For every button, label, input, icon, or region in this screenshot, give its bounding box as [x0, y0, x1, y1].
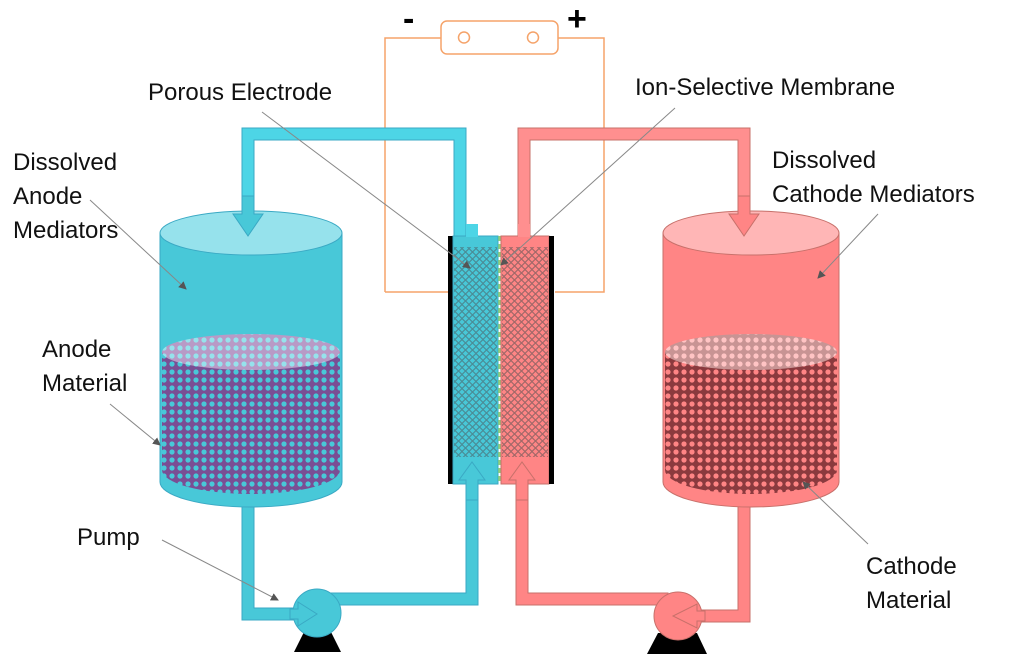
- labels: Porous Electrode Ion-Selective Membrane …: [13, 74, 975, 614]
- terminal-negative-icon: [457, 31, 471, 44]
- label-anode-material-line2: Material: [42, 370, 127, 397]
- leader-cathode-material: [802, 481, 869, 545]
- label-dissolved-anode-mediators-line1: Dissolved: [13, 149, 117, 176]
- anode-current-collector: [448, 236, 453, 484]
- label-ion-selective-membrane: Ion-Selective Membrane: [635, 74, 895, 101]
- cathode-pump: [647, 591, 707, 654]
- cathode-material-surface: [665, 334, 837, 370]
- anode-pump-outlet-pipe: [329, 479, 479, 606]
- label-dissolved-cathode-mediators-line1: Dissolved: [772, 147, 876, 174]
- anode-cell-outlet: [466, 224, 478, 237]
- label-dissolved-anode-mediators-line2: Anode: [13, 183, 82, 210]
- cathode-supply-pipe: [694, 494, 751, 623]
- leader-ion-selective-membrane: [500, 107, 676, 266]
- cathode-tank-inflow-arrow-icon: [728, 195, 760, 237]
- circuit-wire-positive: [555, 37, 605, 293]
- positive-sign: +: [567, 0, 587, 38]
- leader-cathode-mediators: [817, 213, 879, 279]
- anode-cell-inflow-arrow-icon: [458, 461, 486, 501]
- cathode-pump-outlet-pipe: [515, 479, 669, 606]
- circuit-wire-negative: [384, 37, 442, 292]
- label-cathode-material-line1: Cathode: [866, 553, 957, 580]
- leader-porous-electrode: [261, 111, 471, 269]
- leader-pump: [161, 539, 279, 601]
- label-dissolved-anode-mediators-line3: Mediators: [13, 217, 118, 244]
- leader-anode-material: [109, 403, 161, 446]
- anode-material: [162, 352, 340, 494]
- anode-tank: [159, 195, 343, 508]
- anode-supply-pipe: [241, 494, 299, 621]
- label-cathode-material-line2: Material: [866, 587, 951, 614]
- anode-pump-arrow-icon: [289, 601, 318, 627]
- terminal-positive-icon: [526, 31, 540, 44]
- anode-material-surface: [162, 334, 340, 370]
- cathode-tank: [662, 195, 840, 508]
- cathode-pump-stand: [647, 633, 707, 654]
- cathode-porous-electrode: [502, 247, 548, 457]
- external-circuit: - +: [384, 0, 605, 293]
- anode-porous-electrode: [454, 247, 497, 457]
- negative-sign: -: [403, 0, 414, 38]
- leader-lines: [89, 107, 879, 601]
- label-porous-electrode: Porous Electrode: [148, 79, 332, 106]
- anode-pump-stand: [294, 630, 341, 652]
- label-anode-material-line1: Anode: [42, 336, 111, 363]
- label-pump: Pump: [77, 524, 140, 551]
- cathode-material: [665, 352, 837, 494]
- power-source: [440, 20, 559, 55]
- anode-tank-inflow-arrow-icon: [232, 195, 264, 237]
- cathode-cell-inflow-arrow-icon: [508, 461, 536, 501]
- leader-anode-mediators: [89, 199, 187, 290]
- anode-pump: [289, 588, 342, 652]
- cathode-current-collector: [549, 236, 554, 484]
- cathode-cell-outlet: [518, 224, 530, 237]
- flow-cell: [448, 224, 554, 501]
- cathode-pump-arrow-icon: [671, 603, 706, 629]
- cathode-tank-top: [662, 210, 840, 256]
- label-dissolved-cathode-mediators-line2: Cathode Mediators: [772, 181, 975, 208]
